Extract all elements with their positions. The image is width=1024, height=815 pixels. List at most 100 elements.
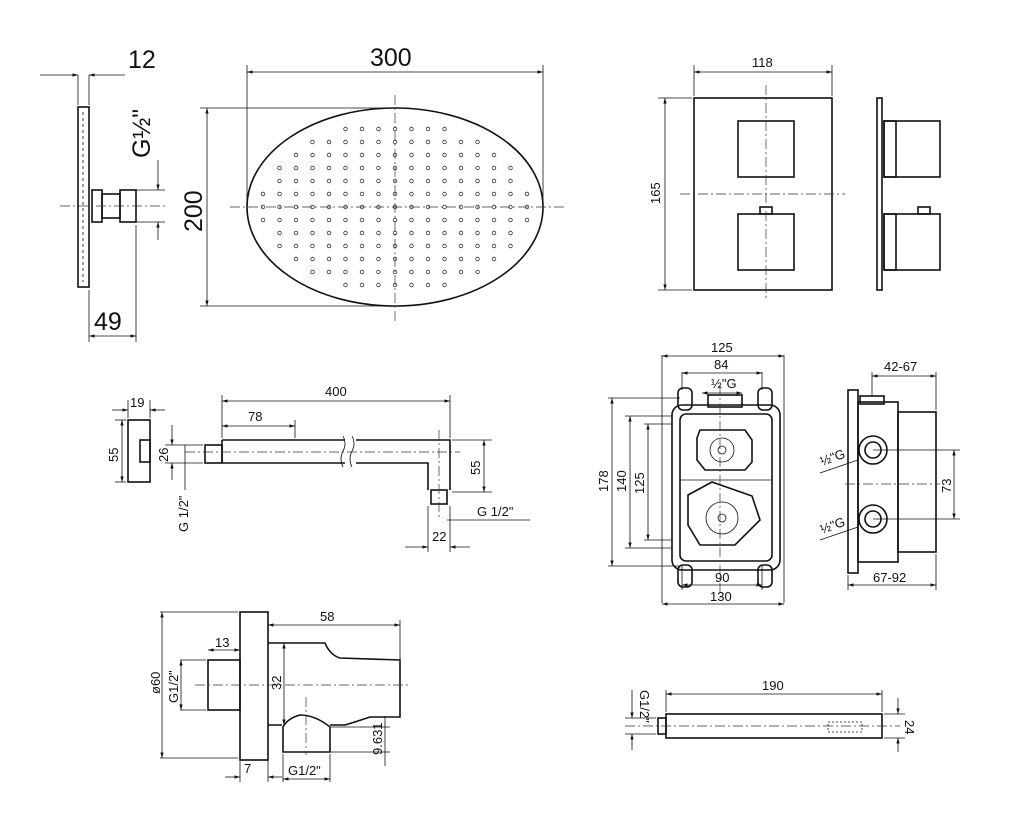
shower-head-top-view: 300 200 [180, 44, 565, 322]
outlet-width-label: 22 [432, 529, 446, 544]
nozzle-dot [508, 217, 513, 223]
nozzle-dot [343, 191, 348, 197]
nozzle-dot [458, 230, 464, 236]
thermostat-plate-side [876, 97, 941, 291]
nozzle-dot [508, 243, 513, 249]
concealed-box-side: 73 ½"G ½"G 42-67 67-92 [818, 359, 960, 590]
outlet-outlet-label: G1/2" [288, 763, 321, 778]
nozzle-dot [442, 230, 447, 236]
nozzle-dot [359, 139, 365, 145]
nozzle-dot [524, 191, 530, 197]
nozzle-dot [442, 178, 447, 184]
nozzle-dot [310, 269, 315, 275]
nozzle-dot [475, 256, 480, 262]
nozzle-dot [409, 217, 414, 223]
side-depth-top-label: 42-67 [884, 359, 917, 374]
nozzle-dot [442, 256, 447, 262]
nozzle-dot [376, 165, 381, 171]
nozzle-dot [326, 152, 332, 158]
side-lower-connection-label: ½"G [818, 514, 847, 537]
nozzle-dot [326, 191, 332, 197]
nozzle-dot [425, 256, 431, 262]
nozzle-dot [277, 165, 282, 171]
nozzle-dot [343, 282, 348, 288]
nozzle-dot [376, 217, 381, 223]
arm-straight-label: 78 [248, 409, 262, 424]
nozzle-dot [458, 217, 464, 223]
nozzle-dot [458, 152, 464, 158]
nozzle-dot [376, 243, 381, 249]
nozzle-dot [293, 152, 299, 158]
nozzle-dot [458, 269, 464, 275]
nozzle-dot [475, 269, 480, 275]
outlet-height-label: 32 [269, 676, 284, 690]
nozzle-dot [491, 256, 497, 262]
nozzle-dot [425, 217, 431, 223]
nozzle-dot [442, 269, 447, 275]
nozzle-dot [260, 191, 266, 197]
nozzle-dot [376, 269, 381, 275]
nozzle-dot [425, 126, 431, 132]
nozzle-dot [277, 230, 282, 236]
nozzle-dot [491, 217, 497, 223]
nozzle-dot [359, 152, 365, 158]
flange-width-label: 19 [130, 395, 144, 410]
nozzle-dot [425, 230, 431, 236]
nozzle-dot [343, 243, 348, 249]
diameter-y-label: 200 [180, 190, 208, 232]
nozzle-dot [425, 282, 431, 288]
nozzle-dot [376, 191, 381, 197]
nozzle-dot [442, 165, 447, 171]
nozzle-dot [260, 217, 266, 223]
nozzle-dot [343, 256, 348, 262]
hand-shower: G1/2" 190 24 [625, 678, 917, 752]
nozzle-dot [442, 126, 447, 132]
nozzle-dot [359, 178, 365, 184]
nozzle-dot [442, 217, 447, 223]
nozzle-dot [491, 191, 497, 197]
arm-length-label: 400 [325, 384, 347, 399]
outlet-inlet-label: G1/2" [166, 670, 181, 703]
nozzle-dot [343, 217, 348, 223]
thickness-label: 12 [128, 46, 156, 74]
nozzle-dot [310, 243, 315, 249]
nozzle-dot [376, 139, 381, 145]
nozzle-dot [343, 269, 348, 275]
diameter-x-label: 300 [370, 44, 412, 72]
nozzle-dot [277, 178, 282, 184]
box-height-mid-label: 140 [614, 470, 629, 492]
nozzle-dot [458, 178, 464, 184]
nozzle-dot [310, 178, 315, 184]
thermostat-plate-front: 118 165 [648, 55, 845, 300]
nozzle-dot [343, 152, 348, 158]
nozzle-dot [425, 165, 431, 171]
nozzle-dot [293, 217, 299, 223]
nozzle-dot [376, 126, 381, 132]
outlet-label: G 1/2" [477, 504, 514, 519]
nozzle-dot [458, 243, 464, 249]
nozzle-dot [310, 152, 315, 158]
nozzle-dot [310, 139, 315, 145]
nozzle-dot [425, 269, 431, 275]
nozzle-dot [491, 152, 497, 158]
nozzle-dot [310, 165, 315, 171]
outlet-flange-label: 7 [244, 761, 251, 776]
nozzle-dot [343, 165, 348, 171]
nozzle-dot [293, 256, 299, 262]
box-inner-width-label: 84 [714, 357, 728, 372]
nozzle-dot [293, 178, 299, 184]
nozzle-dot [458, 256, 464, 262]
nozzle-dot [409, 152, 414, 158]
hand-shower-connection-label: G1/2" [637, 690, 652, 723]
nozzle-dot [475, 230, 480, 236]
shower-arm: 400 78 26 G 1/2" 55 G 1/2" 22 [156, 384, 530, 552]
nozzle-dot [491, 178, 497, 184]
side-spacing-label: 73 [939, 479, 954, 493]
nozzle-dot [343, 178, 348, 184]
nozzle-dot [326, 139, 332, 145]
nozzle-dot [425, 139, 431, 145]
wall-outlet: ø60 G1/2" 13 58 32 9.631 7 G1/2" [148, 609, 410, 782]
nozzle-dot [475, 217, 480, 223]
hand-shower-height-label: 24 [902, 720, 917, 734]
